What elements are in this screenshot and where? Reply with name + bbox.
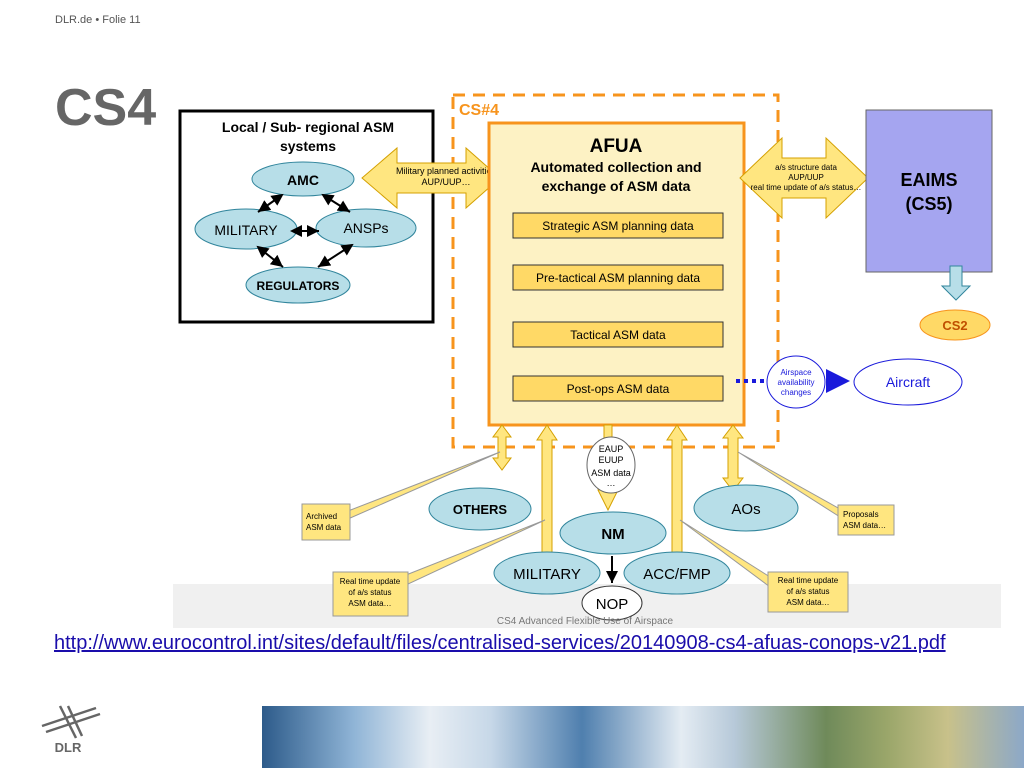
eaup-node <box>586 436 636 494</box>
diagram-caption: CS4 Advanced Flexible Use of Airspace <box>497 616 674 627</box>
proposals-callout <box>837 504 895 536</box>
afua-row-box <box>512 212 724 239</box>
source-link[interactable]: http://www.eurocontrol.int/sites/default… <box>54 632 946 654</box>
others-node <box>428 487 532 531</box>
aos-node <box>693 484 799 532</box>
proposals-text-2: ASM data… <box>843 521 886 530</box>
local-asm-title-1: Local / Sub- regional ASM <box>222 119 394 135</box>
local-link <box>321 193 351 213</box>
military-planned-text-1: Military planned activities <box>396 166 497 176</box>
structure-data-text-3: real time update of a/s status… <box>751 183 862 192</box>
afua-title: AFUA <box>590 136 643 157</box>
rt-right-text-2: of a/s status <box>786 587 829 596</box>
header-separator: • <box>95 14 100 26</box>
local-link <box>317 243 354 268</box>
amc-label: AMC <box>287 172 319 188</box>
vertical-arrow <box>492 424 512 471</box>
rt-left-text-3: ASM data… <box>348 599 391 608</box>
slide-header: DLR.de • Folie 11 <box>55 14 141 26</box>
eaims-title: EAIMS <box>900 170 957 190</box>
afua-subtitle-1: Automated collection and <box>530 159 701 175</box>
eaup-text-3: ASM data <box>591 468 631 478</box>
regulators-label: REGULATORS <box>257 279 340 293</box>
others-label: OTHERS <box>453 502 508 517</box>
acc-fmp-label: ACC/FMP <box>643 566 711 583</box>
airspace-changes-node <box>766 355 826 409</box>
ansps-label: ANSPs <box>343 220 388 236</box>
airspace-text-2: availability <box>778 378 815 387</box>
cs2-node <box>919 309 991 341</box>
airspace-text-1: Airspace <box>780 368 812 377</box>
local-military-label: MILITARY <box>214 222 278 238</box>
afua-row-box <box>512 264 724 291</box>
afua-row-box <box>512 321 724 348</box>
bottom-military-node <box>493 551 601 595</box>
site-name: DLR.de <box>55 14 93 26</box>
archived-text-1: Archived <box>306 512 337 521</box>
bottom-military-label: MILITARY <box>513 566 581 583</box>
cs4-label: CS#4 <box>459 102 499 119</box>
afua-row-box <box>512 375 724 402</box>
airspace-text-3: changes <box>781 388 811 397</box>
cs4-diagram: CS#4 Local / Sub- regional ASM systems A… <box>173 93 1001 628</box>
eaup-text-2: EUUP <box>598 455 623 465</box>
rt-left-text-1: Real time update <box>340 577 401 586</box>
earth-banner-image <box>262 706 1024 768</box>
archived-text-2: ASM data <box>306 523 342 532</box>
afua-row-strategic: Strategic ASM planning data <box>542 219 694 233</box>
structure-data-text-1: a/s structure data <box>775 163 837 172</box>
cs2-label: CS2 <box>942 318 967 333</box>
regulators-node <box>245 266 351 304</box>
proposals-text-1: Proposals <box>843 510 879 519</box>
rt-left-text-2: of a/s status <box>348 588 391 597</box>
amc-node <box>251 161 355 197</box>
afua-row-pretactical: Pre-tactical ASM planning data <box>536 271 700 285</box>
acc-fmp-node <box>623 551 731 595</box>
slide-number: Folie 11 <box>102 14 141 26</box>
dlr-logo: DLR <box>41 705 101 755</box>
military-planned-text-2: AUP/UUP… <box>421 177 470 187</box>
afua-subtitle-2: exchange of ASM data <box>542 178 691 194</box>
nop-label: NOP <box>596 596 629 613</box>
rt-right-callout <box>767 571 849 613</box>
archived-callout <box>301 503 351 541</box>
eaup-text-1: EAUP <box>599 444 624 454</box>
local-asm-title-2: systems <box>280 138 336 154</box>
eaims-down-arrow <box>940 265 972 301</box>
afua-row-tactical: Tactical ASM data <box>570 328 666 342</box>
aircraft-node <box>853 358 963 406</box>
eaims-box <box>865 109 993 273</box>
slide-title: CS4 <box>55 79 157 137</box>
structure-data-text-2: AUP/UUP <box>788 173 824 182</box>
eaims-subtitle: (CS5) <box>905 194 952 214</box>
afua-row-postops: Post-ops ASM data <box>567 382 670 396</box>
local-link <box>257 193 284 213</box>
eaup-text-4: … <box>607 478 616 488</box>
logo-text: DLR <box>55 740 82 755</box>
local-link <box>256 245 284 268</box>
nm-label: NM <box>601 526 624 543</box>
nop-node <box>581 585 643 621</box>
rt-right-text-3: ASM data… <box>786 598 829 607</box>
nm-node <box>559 511 667 555</box>
cs4-frame <box>451 93 780 449</box>
rt-right-text-1: Real time update <box>778 576 839 585</box>
aos-label: AOs <box>731 501 760 518</box>
aircraft-label: Aircraft <box>886 374 930 390</box>
vertical-arrow <box>721 424 745 492</box>
rt-left-callout <box>332 571 409 617</box>
